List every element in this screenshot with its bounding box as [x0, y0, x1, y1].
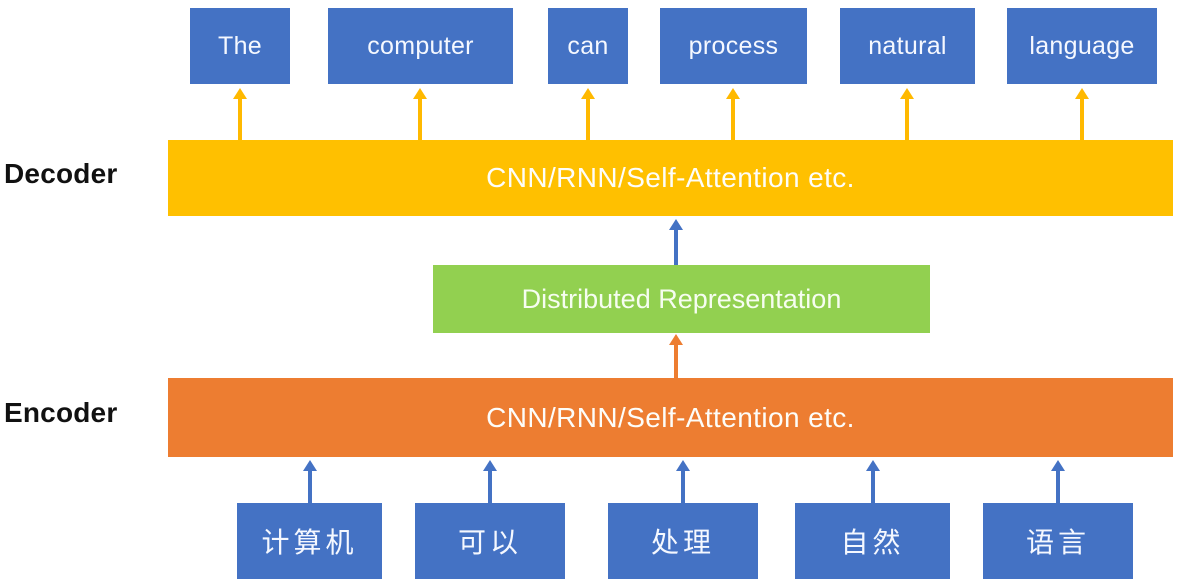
decoder-label: Decoder [4, 158, 118, 189]
decoder-output-arrow-icon [412, 88, 428, 140]
output-token-box-4: process [660, 8, 807, 84]
input-token-box-2: 可以 [415, 503, 565, 579]
distributed-representation-box: Distributed Representation [433, 265, 930, 333]
decoder-output-arrow-icon [1074, 88, 1090, 140]
representation-to-decoder-arrow-icon [668, 219, 684, 265]
encoder-input-arrow-icon [482, 460, 498, 503]
input-token-box-3: 处理 [608, 503, 758, 579]
output-token-box-3: can [548, 8, 628, 84]
encoder-label: Encoder [4, 397, 118, 428]
output-token-box-5: natural [840, 8, 975, 84]
input-token-box-5: 语言 [983, 503, 1133, 579]
input-token-box-1: 计算机 [237, 503, 382, 579]
output-token-box-6: language [1007, 8, 1157, 84]
encoder-input-arrow-icon [302, 460, 318, 503]
decoder-output-arrow-icon [899, 88, 915, 140]
input-token-box-4: 自然 [795, 503, 950, 579]
encoder-bar: CNN/RNN/Self-Attention etc. [168, 378, 1173, 457]
output-token-box-1: The [190, 8, 290, 84]
decoder-output-arrow-icon [232, 88, 248, 140]
encoder-input-arrow-icon [675, 460, 691, 503]
decoder-output-arrow-icon [580, 88, 596, 140]
decoder-output-arrow-icon [725, 88, 741, 140]
output-token-box-2: computer [328, 8, 513, 84]
decoder-bar: CNN/RNN/Self-Attention etc. [168, 140, 1173, 216]
encoder-to-representation-arrow-icon [668, 334, 684, 378]
encoder-input-arrow-icon [1050, 460, 1066, 503]
encoder-input-arrow-icon [865, 460, 881, 503]
